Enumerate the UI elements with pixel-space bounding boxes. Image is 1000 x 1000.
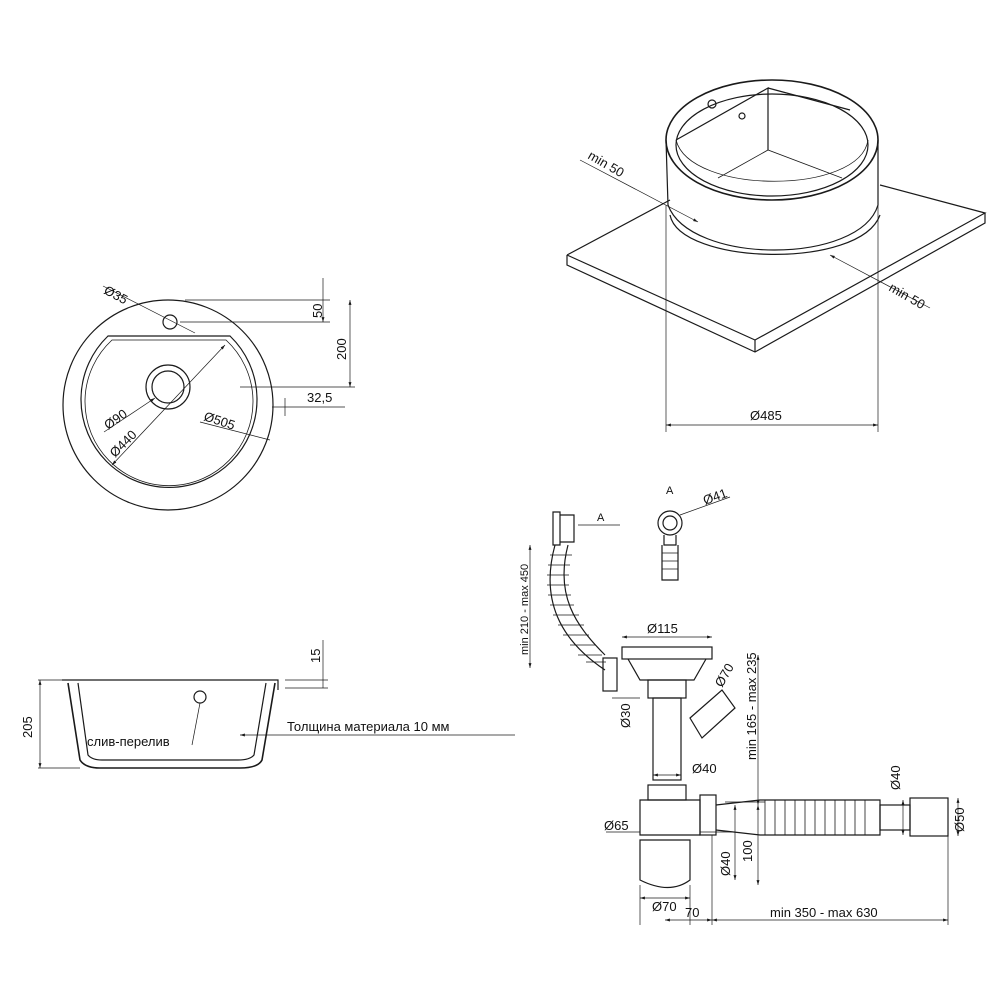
hose-outline-inner	[549, 544, 606, 671]
section-bowl-outer	[67, 682, 276, 769]
countertop-edge	[566, 213, 986, 353]
drain-flange	[621, 646, 713, 660]
label-d70-bottom: Ø70	[652, 899, 677, 914]
bowl-body	[665, 139, 879, 251]
label-a-left: A	[597, 512, 605, 524]
countertop-top-face	[566, 184, 987, 341]
fitting-a-body	[661, 535, 679, 581]
drain-basket	[627, 658, 707, 681]
leader-d440	[111, 344, 226, 466]
label-d41: Ø41	[701, 485, 729, 508]
trap-cup	[639, 839, 691, 889]
label-thickness: Толщина материала 10 мм	[287, 719, 450, 734]
drain-outer-circle	[145, 364, 191, 410]
label-50: 50	[310, 304, 325, 318]
label-length-range: min 350 - max 630	[770, 905, 878, 920]
label-d440: Ø440	[107, 427, 140, 460]
label-100: 100	[740, 840, 755, 862]
bowl-outline	[80, 335, 258, 489]
drain-pipe	[652, 697, 682, 781]
label-200: 200	[334, 338, 349, 360]
drain-nut	[647, 679, 687, 699]
hose-nut	[602, 657, 618, 692]
label-min50-right: min 50	[887, 280, 928, 313]
label-d115: Ø115	[647, 621, 678, 636]
leader-overflow	[191, 702, 201, 746]
label-height-range: min 165 - max 235	[744, 652, 759, 760]
trap-outlet-nut	[699, 794, 717, 836]
label-overflow: слив-перелив	[87, 734, 170, 749]
label-d40-upper: Ø40	[692, 761, 717, 776]
hose-corrugation	[547, 554, 606, 663]
label-d90: Ø90	[101, 406, 130, 432]
label-d35: Ø35	[102, 282, 131, 307]
fitting-a-outer	[657, 510, 683, 536]
label-d30: Ø30	[618, 703, 633, 728]
label-d65: Ø65	[604, 818, 629, 833]
fitting-a-ribs	[662, 552, 678, 570]
hose-end-sleeve	[879, 804, 911, 831]
siphon-view: A A Ø41 min 210 - max 450 Ø115 Ø30 Ø40 Ø…	[519, 485, 967, 925]
bowl-inner-outline	[84, 339, 254, 487]
iso-faucet-hole	[707, 99, 717, 109]
bowl-inner-rim	[675, 93, 869, 197]
label-15: 15	[308, 649, 323, 663]
leader-d505	[199, 421, 271, 441]
cutout-edge	[669, 214, 881, 255]
iso-overflow-hole	[738, 112, 746, 120]
bowl-inner-wall	[675, 139, 869, 182]
drain-inner-circle	[151, 370, 185, 404]
label-d50: Ø50	[952, 807, 967, 832]
label-d70-side: Ø70	[712, 661, 737, 690]
top-view: Ø35 50 200 32,5 Ø90 Ø440 Ø505	[62, 278, 355, 511]
label-min50-left: min 50	[586, 148, 627, 181]
leader-d41	[679, 496, 731, 516]
label-d40-pipe: Ø40	[888, 765, 903, 790]
label-d505: Ø505	[202, 409, 237, 433]
trap-body	[639, 799, 701, 836]
dim-line-min50-right	[829, 254, 931, 309]
outer-rim-circle	[62, 299, 274, 511]
overflow-fitting	[552, 511, 575, 546]
fitting-a-inner	[662, 515, 678, 531]
section-view: 15 205 слив-перелив Толщина материала 10…	[20, 640, 515, 769]
label-205: 205	[20, 716, 35, 738]
section-bowl-inner	[77, 682, 267, 761]
bowl-top-rim	[665, 79, 879, 201]
iso-view: min 50 min 50 Ø485	[566, 79, 987, 432]
bowl-floor-edge	[717, 149, 843, 179]
section-top-line	[62, 679, 279, 690]
faucet-deck	[675, 86, 851, 150]
section-overflow-hole	[193, 690, 207, 704]
faucet-hole-circle	[162, 314, 178, 330]
hose-end-connector	[909, 797, 949, 837]
trap-nut	[647, 784, 687, 801]
leader-d35	[102, 285, 196, 334]
side-outlet	[689, 689, 736, 739]
label-32-5: 32,5	[307, 390, 332, 405]
dim-line-min50-left	[579, 159, 699, 223]
drain-hose-ribs	[764, 800, 866, 835]
label-hose-range: min 210 - max 450	[519, 564, 531, 655]
label-d485: Ø485	[750, 408, 782, 423]
label-a-top: A	[666, 485, 674, 497]
label-70: 70	[685, 905, 699, 920]
label-d40-lower: Ø40	[718, 851, 733, 876]
